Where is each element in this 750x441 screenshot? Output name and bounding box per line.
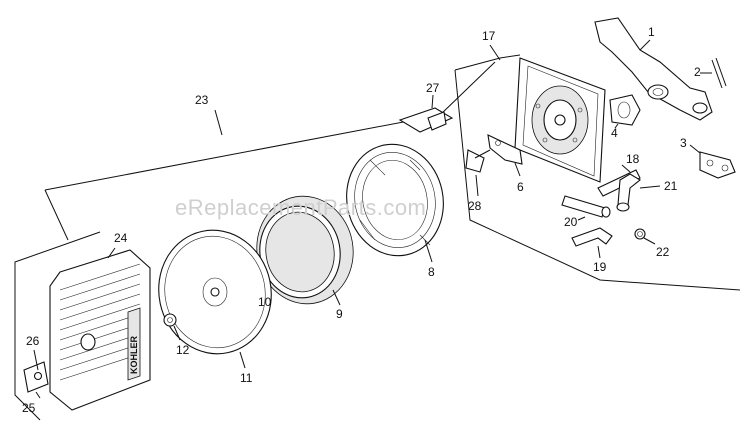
outer-cover: KOHLER (49, 247, 151, 411)
callout-11: 11 (240, 371, 253, 385)
elbow-fitting (398, 94, 454, 133)
hose-20 (561, 195, 611, 221)
elbow-gasket (609, 94, 641, 129)
callout-26: 26 (26, 334, 40, 348)
hose-21 (616, 173, 661, 212)
bracket (487, 134, 523, 177)
hose-19 (571, 227, 613, 259)
stud (700, 57, 727, 89)
callout-25: 25 (22, 401, 36, 415)
hose-clamp (634, 228, 656, 245)
group-17-outline (454, 44, 741, 291)
watermark: eReplacementParts.com (175, 195, 426, 220)
air-cleaner-cover (158, 229, 272, 369)
callout-9: 9 (336, 307, 343, 321)
callout-2: 2 (694, 65, 701, 79)
breather-tube (465, 149, 491, 197)
callout-6: 6 (517, 180, 524, 194)
decal (23, 349, 49, 399)
callout-3: 3 (680, 136, 687, 150)
air-filter-element (346, 143, 444, 263)
callout-22: 22 (656, 245, 670, 259)
callout-20: 20 (564, 215, 578, 229)
callout-19: 19 (593, 260, 607, 274)
callout-18: 18 (626, 152, 640, 166)
callout-24: 24 (114, 231, 128, 245)
group-24-outline (14, 231, 101, 421)
manifold-gasket (689, 144, 736, 179)
callout-4: 4 (611, 126, 618, 140)
callout-27: 27 (426, 81, 440, 95)
callout-23: 23 (195, 93, 209, 107)
callout-21: 21 (664, 179, 678, 193)
callout-8: 8 (428, 265, 435, 279)
brand-mark: KOHLER (129, 336, 139, 375)
callout-28: 28 (468, 199, 482, 213)
callout-17: 17 (482, 29, 496, 43)
callout-10: 10 (258, 295, 272, 309)
callout-1: 1 (648, 25, 655, 39)
air-cleaner-base (514, 57, 606, 183)
intake-manifold (594, 17, 713, 121)
knob (163, 313, 181, 341)
callout-12: 12 (176, 343, 190, 357)
